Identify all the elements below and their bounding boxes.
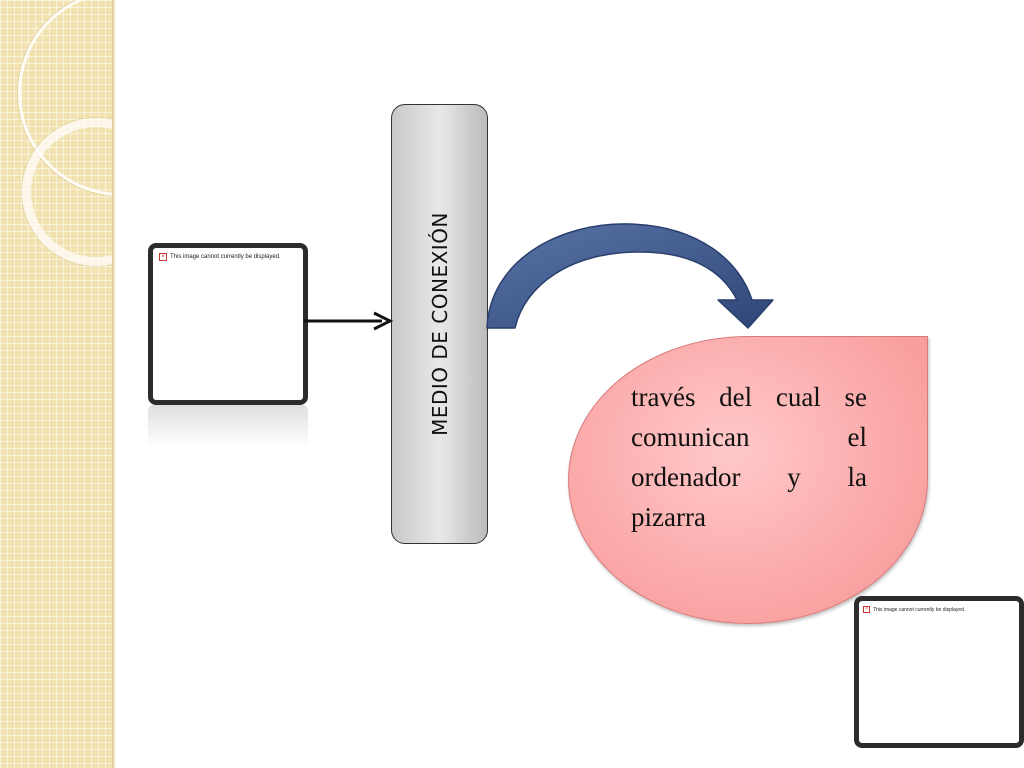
broken-image-icon: × <box>863 606 870 613</box>
decorative-left-strip <box>0 0 114 768</box>
image-placeholder-left: × This image cannot currently be display… <box>148 243 308 405</box>
connection-medium-label: MEDIO DE CONEXIÓN <box>427 212 452 436</box>
missing-image-notice: × This image cannot currently be display… <box>159 253 281 261</box>
image-placeholder-right: × This image cannot currently be display… <box>854 596 1024 748</box>
connector-arrow <box>304 311 394 331</box>
missing-image-text: This image cannot currently be displayed… <box>873 606 966 613</box>
connection-medium-box: MEDIO DE CONEXIÓN <box>391 104 488 544</box>
missing-image-notice: × This image cannot currently be display… <box>863 606 965 613</box>
missing-image-text: This image cannot currently be displayed… <box>170 254 281 260</box>
frame-reflection <box>148 405 308 447</box>
broken-image-icon: × <box>159 253 167 261</box>
curved-arrow <box>486 223 774 329</box>
strip-edge <box>112 0 116 768</box>
description-bubble: través del cual se comunican el ordenado… <box>568 336 928 624</box>
bubble-text: través del cual se comunican el ordenado… <box>631 382 867 532</box>
